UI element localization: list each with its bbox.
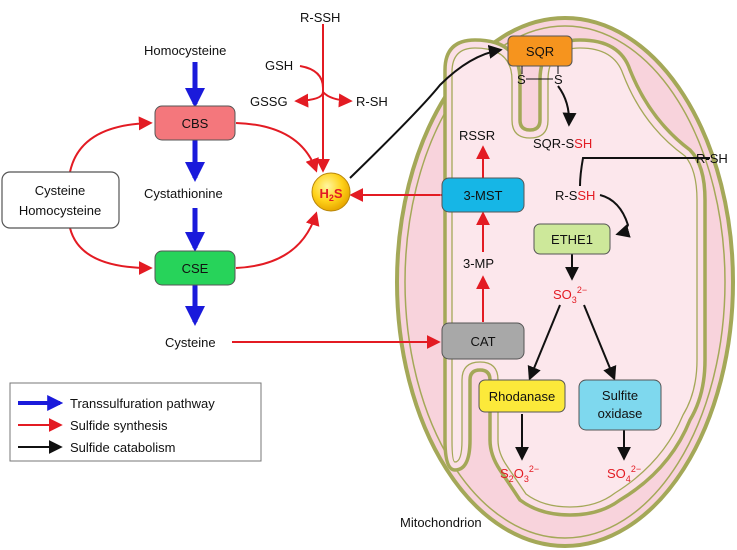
so3-sub: 3 (572, 295, 577, 305)
gssg-label: GSSG (250, 94, 288, 109)
cysteine-homocysteine-box: Cysteine Homocysteine (1, 171, 120, 229)
source-line2: Homocysteine (19, 203, 101, 218)
sqr-s-right: S (554, 72, 563, 87)
so3-base: SO (553, 287, 572, 302)
rsh-right-label: R-SH (696, 151, 728, 166)
rssr-label: RSSR (459, 128, 495, 143)
three-mp-label: 3-MP (463, 256, 494, 271)
cat-enzyme: CAT (441, 322, 525, 360)
so3-sup: 2− (577, 285, 587, 295)
rsh-top-label: R-SH (356, 94, 388, 109)
cse-label: CSE (182, 261, 209, 276)
sulfate-label: SO42− (607, 464, 641, 484)
svg-text:H2S: H2S (319, 186, 342, 203)
s2o3-sub1: 2 (509, 474, 514, 484)
s2o3-sup: 2− (529, 464, 539, 474)
gsh-label: GSH (265, 58, 293, 73)
sqr-s-left: S (517, 72, 526, 87)
sulfite-oxidase-line1: Sulfite (602, 388, 638, 403)
r-ssh-prefix: R-S (555, 188, 578, 203)
mst-label: 3-MST (464, 188, 503, 203)
sqr-label: SQR (526, 44, 554, 59)
so4-base: SO (607, 466, 626, 481)
cystathionine-label: Cystathionine (144, 186, 223, 201)
cbs-enzyme: CBS (154, 105, 236, 141)
h2s-s: S (334, 186, 343, 201)
mitochondrion-label: Mitochondrion (400, 515, 482, 530)
h2s-sub: 2 (329, 193, 334, 203)
r-ssh-suffix: SH (577, 188, 595, 203)
sqr-enzyme: SQR S S (507, 35, 573, 87)
cysteine-label: Cysteine (165, 335, 216, 350)
source-line1: Cysteine (35, 183, 86, 198)
mst-enzyme: 3-MST (441, 177, 525, 213)
sulfite-oxidase-line2: oxidase (598, 406, 643, 421)
cbs-label: CBS (182, 116, 209, 131)
rhodanase-enzyme: Rhodanase (478, 379, 566, 413)
homocysteine-label: Homocysteine (144, 43, 226, 58)
sulfite-oxidase-enzyme: Sulfite oxidase (578, 379, 662, 431)
s2o3-o: O (514, 466, 524, 481)
sqr-sssh-prefix: SQR-S (533, 136, 575, 151)
rssh-top-label: R-SSH (300, 10, 340, 25)
legend-item-catabolism: Sulfide catabolism (70, 440, 176, 455)
sqr-sssh-suffix: SH (574, 136, 592, 151)
legend: Transsulfuration pathway Sulfide synthes… (9, 382, 262, 462)
h2s-h: H (319, 186, 328, 201)
legend-item-synthesis: Sulfide synthesis (70, 418, 168, 433)
thiosulfate-label: S2O32− (500, 464, 539, 484)
s2o3-s: S (500, 466, 509, 481)
catabolism-arrows (349, 44, 710, 461)
ethe1-enzyme: ETHE1 (533, 223, 611, 255)
cse-enzyme: CSE (154, 250, 236, 286)
ethe1-label: ETHE1 (551, 232, 593, 247)
sulfite-label: SO32− (553, 285, 587, 305)
legend-item-transsulfuration: Transsulfuration pathway (70, 396, 215, 411)
sqr-sssh-label: SQR-SSH (533, 136, 592, 151)
h2s-node: H2S (311, 172, 351, 212)
r-ssh-label: R-SSH (555, 188, 595, 203)
s2o3-sub2: 3 (524, 474, 529, 484)
so4-sup: 2− (631, 464, 641, 474)
cat-label: CAT (470, 334, 495, 349)
rhodanase-label: Rhodanase (489, 389, 556, 404)
so4-sub: 4 (626, 474, 631, 484)
